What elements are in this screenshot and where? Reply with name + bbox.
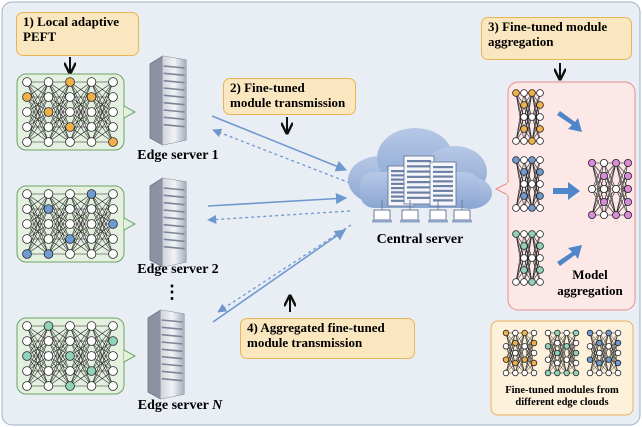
upload-arrow-n	[212, 229, 346, 323]
neural-network-icon	[502, 329, 538, 377]
aggregation-arrow	[557, 111, 582, 132]
neural-network-icon	[586, 329, 622, 377]
neural-network-icon	[512, 89, 544, 145]
laptop-icon	[428, 200, 448, 223]
upload-arrow-1	[211, 115, 348, 172]
edge-server-1-label: Edge server 1	[137, 148, 219, 163]
aggregation-arrow	[557, 245, 582, 266]
cloud-datacenter-icon	[348, 128, 492, 223]
model-aggregation-label: Model aggregation	[557, 267, 623, 298]
neural-network-icon	[22, 77, 118, 147]
legend-caption: Fine-tuned modules from different edge c…	[505, 385, 619, 409]
download-arrow-1	[212, 128, 351, 184]
neural-network-icon	[22, 321, 118, 391]
edge-server-n-variable: N	[212, 398, 223, 413]
upload-arrow-2	[207, 192, 348, 207]
server-rack-icon	[147, 309, 185, 400]
neural-network-icon	[22, 189, 118, 259]
server-rack-icon	[149, 177, 187, 268]
aggregation-arrow	[553, 182, 580, 200]
edge-server-n-prefix: Edge server	[137, 398, 213, 413]
step4-label: 4) Aggregated fine-tuned module transmis…	[240, 318, 415, 359]
laptop-icon	[452, 200, 472, 223]
neural-network-icon	[588, 158, 633, 219]
neural-network-icon	[544, 329, 580, 377]
central-server-label: Central server	[376, 232, 464, 247]
download-arrow-n	[217, 224, 352, 313]
laptop-icon	[400, 200, 420, 223]
server-rack-icon	[149, 55, 187, 146]
step3-label: 3) Fine-tuned module aggregation	[481, 17, 632, 60]
ellipsis-label: ⋮	[163, 282, 181, 302]
laptop-icon	[372, 200, 392, 223]
edge-server-2-label: Edge server 2	[137, 262, 219, 277]
neural-network-icon	[512, 156, 544, 212]
edge-server-n-label: Edge server N	[120, 398, 240, 414]
step1-label: 1) Local adaptive PEFT	[16, 12, 139, 56]
neural-network-icon	[512, 230, 544, 286]
step2-label: 2) Fine-tuned module transmission	[223, 78, 356, 115]
